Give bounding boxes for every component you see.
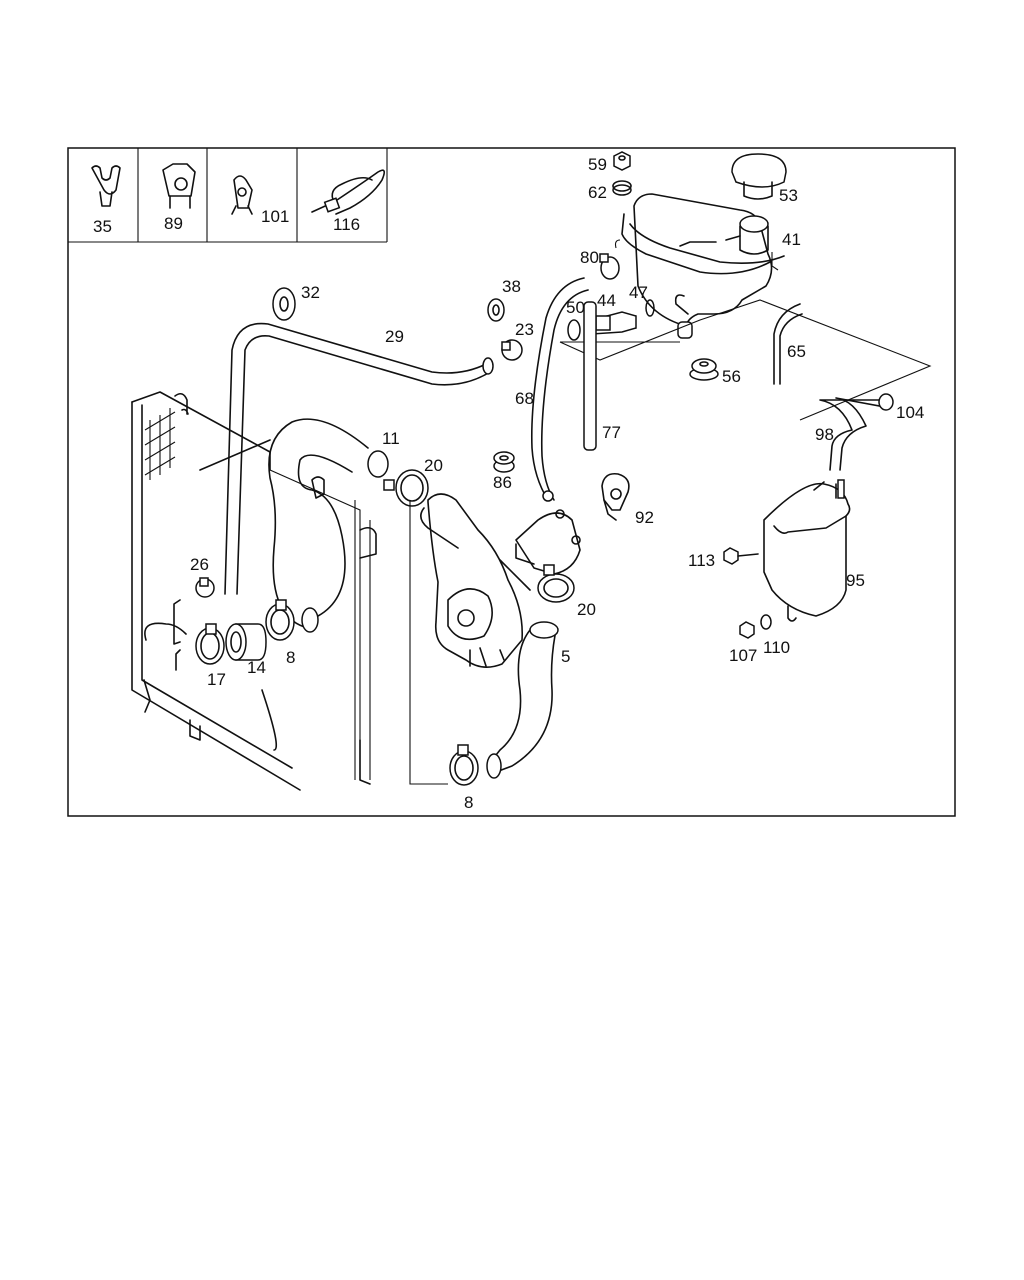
hose-11 <box>268 418 389 633</box>
callout-113: 113 <box>688 551 715 570</box>
clip-89-icon <box>162 163 196 209</box>
thermostat-housing <box>515 509 581 575</box>
clamp-23 <box>501 339 523 361</box>
callout-23: 23 <box>515 320 534 339</box>
callout-53: 53 <box>779 186 798 205</box>
callout-62: 62 <box>588 183 607 202</box>
legend-label-101: 101 <box>261 207 289 226</box>
callout-5: 5 <box>561 647 570 666</box>
filler-neck-41 <box>725 215 769 255</box>
grommet-32 <box>272 287 296 321</box>
grommet-86 <box>493 451 515 473</box>
nut-59 <box>613 151 631 171</box>
legend-label-89: 89 <box>164 214 183 233</box>
grommet-56 <box>689 358 719 381</box>
callout-110: 110 <box>763 638 790 657</box>
callout-92: 92 <box>635 508 654 527</box>
legend-panel: 35 89 101 116 <box>68 148 388 243</box>
grommet-104 <box>878 393 894 411</box>
callout-labels: 59 62 53 41 80 38 32 50 44 47 23 29 65 5… <box>190 155 924 812</box>
callout-95: 95 <box>846 571 865 590</box>
callout-77: 77 <box>602 423 621 442</box>
clamp-80 <box>599 253 620 280</box>
clip-35-icon <box>91 165 121 207</box>
reservoir-95 <box>763 479 851 622</box>
nut-107 <box>739 621 755 639</box>
washer-62 <box>612 180 632 196</box>
clamp-20-lower <box>537 564 575 603</box>
callout-26: 26 <box>190 555 209 574</box>
expansion-tank <box>559 193 932 421</box>
callout-80: 80 <box>580 248 599 267</box>
hose-5 <box>486 621 559 779</box>
callout-59: 59 <box>588 155 607 174</box>
callout-14: 14 <box>247 658 266 677</box>
callout-17: 17 <box>207 670 226 689</box>
clamp-8-lower <box>409 500 479 786</box>
hose-29 <box>224 322 494 595</box>
callout-29: 29 <box>385 327 404 346</box>
callout-11: 11 <box>382 429 400 448</box>
legend-label-116: 116 <box>333 215 360 234</box>
legend-label-35: 35 <box>93 217 112 236</box>
callout-8-upper: 8 <box>286 648 295 667</box>
callout-8-lower: 8 <box>464 793 473 812</box>
hose-68 <box>530 277 589 502</box>
clip-92 <box>601 472 630 521</box>
coupling-14 <box>225 623 267 661</box>
callout-98: 98 <box>815 425 834 444</box>
water-pump <box>420 493 531 668</box>
callout-50: 50 <box>566 298 585 317</box>
tube-77 <box>583 301 597 451</box>
callout-41: 41 <box>782 230 801 249</box>
callout-20-upper: 20 <box>424 456 443 475</box>
callout-44: 44 <box>597 291 616 310</box>
diagram-frame <box>67 147 956 817</box>
callout-65: 65 <box>787 342 806 361</box>
callout-104: 104 <box>896 403 924 422</box>
hose-98 <box>819 397 891 471</box>
callout-86: 86 <box>493 473 512 492</box>
callout-107: 107 <box>729 646 757 665</box>
washer-110 <box>760 614 772 630</box>
cable-tie-116-icon <box>311 169 386 215</box>
radiator <box>131 391 377 791</box>
screw-113 <box>723 547 759 565</box>
clip-101-icon <box>231 175 253 215</box>
sensor-44 <box>567 299 655 341</box>
callout-56: 56 <box>722 367 741 386</box>
callout-68: 68 <box>515 389 534 408</box>
clamp-17 <box>195 623 225 665</box>
callout-47: 47 <box>629 283 648 302</box>
clamp-8-upper <box>265 599 295 641</box>
callout-20-lower: 20 <box>577 600 596 619</box>
grommet-38 <box>487 298 505 322</box>
clamp-20-upper <box>383 469 429 507</box>
cap-53 <box>731 153 787 200</box>
hose-65 <box>773 303 803 385</box>
callout-38: 38 <box>502 277 521 296</box>
callout-32: 32 <box>301 283 320 302</box>
clamp-26 <box>195 577 215 598</box>
